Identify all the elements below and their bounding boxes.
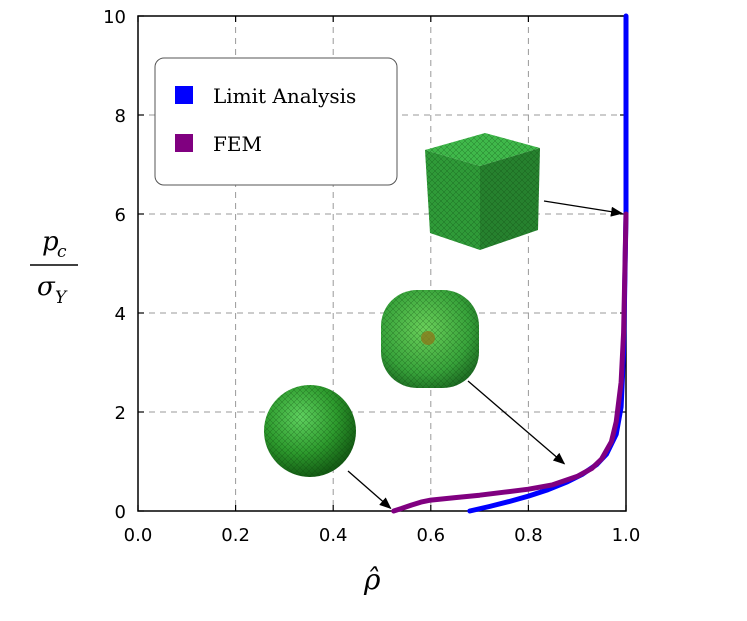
x-tick-label: 0.4 [319,525,348,546]
legend-label-limit-analysis: Limit Analysis [213,84,356,108]
arrow-sphere [347,470,392,510]
y-tick-label: 8 [115,106,126,127]
sphere-inset [264,385,356,477]
svg-text:c: c [57,242,67,262]
y-tick-label: 2 [115,403,126,424]
x-tick-label: 0.8 [514,525,543,546]
y-tick-label: 6 [115,205,126,226]
legend: Limit Analysis FEM [154,57,398,186]
x-tick-label: 1.0 [612,525,641,546]
y-tick-label: 4 [115,304,126,325]
svg-text:p: p [42,227,59,257]
tick-marks [137,15,627,512]
x-axis-label: ρ̂ [363,563,381,596]
x-tick-labels: 0.0 0.2 0.4 0.6 0.8 1.0 [124,525,641,546]
annotation-arrows [347,200,623,510]
legend-swatch-limit-analysis [175,86,193,104]
x-tick-label: 0.0 [124,525,153,546]
legend-label-fem: FEM [213,132,262,156]
x-tick-label: 0.6 [416,525,445,546]
cube-inset [425,133,540,250]
y-tick-label: 10 [103,7,126,28]
legend-box [154,57,398,186]
y-tick-label: 0 [115,502,126,523]
legend-swatch-fem [175,134,193,152]
rounded-cube-inset [381,290,479,388]
x-tick-label: 0.2 [221,525,250,546]
arrow-rounded-cube [467,380,566,465]
arrow-cube [543,200,623,217]
series-line-limit-analysis [467,13,629,514]
y-tick-labels: 0 2 4 6 8 10 [103,7,126,523]
series-lines [391,13,629,514]
svg-text:Y: Y [55,288,68,308]
series-line-fem [391,211,629,514]
svg-text:σ: σ [37,272,56,302]
y-axis-label: p c σ Y [30,227,78,308]
